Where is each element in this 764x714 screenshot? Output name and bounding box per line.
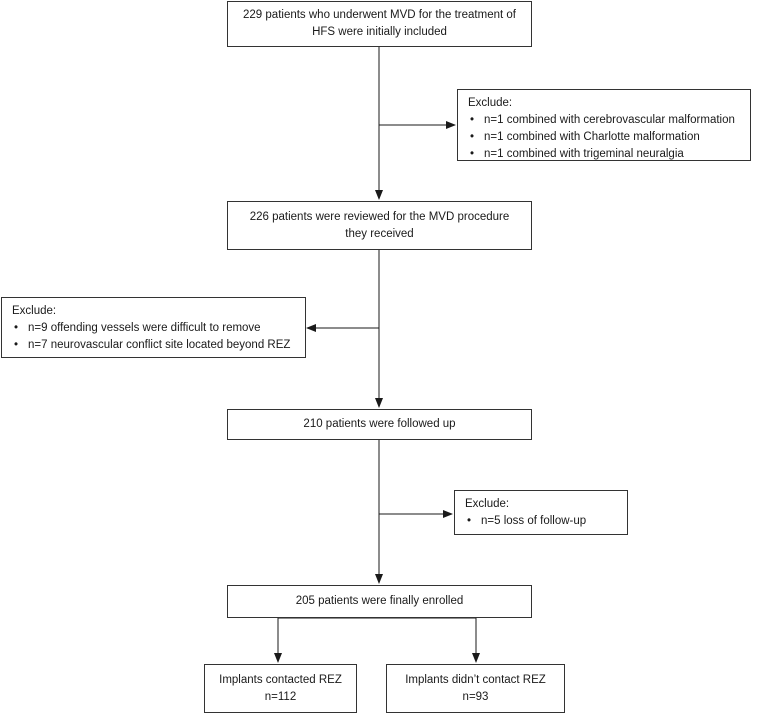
step-finally-enrolled-text: 205 patients were finally enrolled [295,595,464,607]
exclude-item: n=1 combined with Charlotte malformation [468,129,742,146]
exclude-item: n=5 loss of follow-up [465,513,619,530]
group-not-contacted-rez: Implants didn’t contact REZ n=93 [386,664,565,713]
group-contacted-count: n=112 [264,690,297,703]
step-finally-enrolled: 205 patients were finally enrolled [227,585,532,618]
exclude-title: Exclude: [468,97,513,109]
exclude-title: Exclude: [12,305,57,317]
group-not-contacted-label: Implants didn’t contact REZ [405,673,546,686]
step-reviewed-line2: they received [345,227,414,240]
group-contacted-rez: Implants contacted REZ n=112 [204,664,357,713]
group-not-contacted-count: n=93 [462,690,489,703]
exclude-title: Exclude: [465,498,510,510]
step-initial-line1: 229 patients who underwent MVD for the t… [243,9,516,21]
exclude-box-3: Exclude: n=5 loss of follow-up [454,490,628,535]
step-followed-up: 210 patients were followed up [227,409,532,440]
step-initial-line2: HFS were initially included [312,26,447,38]
exclude-box-1: Exclude: n=1 combined with cerebrovascul… [457,89,751,163]
group-contacted-label: Implants contacted REZ [219,673,342,686]
exclude-item: n=1 combined with cerebrovascular malfor… [468,112,742,129]
step-reviewed-patients: 226 patients were reviewed for the MVD p… [227,201,532,250]
exclude-item: n=9 offending vessels were difficult to … [12,320,297,337]
exclude-box-2: Exclude: n=9 offending vessels were diff… [1,297,306,358]
exclude-item: n=1 combined with trigeminal neuralgia [468,146,742,163]
step-reviewed-line1: 226 patients were reviewed for the MVD p… [249,210,510,223]
step-initial-patients: 229 patients who underwent MVD for the t… [227,1,532,47]
step-followed-up-text: 210 patients were followed up [303,418,456,430]
exclude-item: n=7 neurovascular conflict site located … [12,337,297,354]
